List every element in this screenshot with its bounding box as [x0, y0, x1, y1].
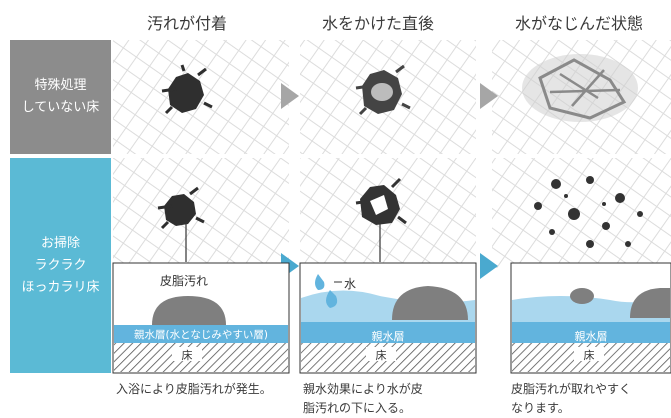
column-title-stain: 汚れが付着	[147, 14, 228, 33]
caption-line: 入浴により皮脂汚れが発生。	[116, 382, 272, 396]
column-title-water-settled: 水がなじんだ状態	[515, 14, 644, 33]
dispersed-stain-icon	[534, 176, 643, 248]
tile-panel-treated-3	[492, 158, 671, 268]
spread-stain-icon	[522, 54, 638, 122]
cross-section-diagram-2	[299, 262, 477, 374]
cross-section-diagram-1	[112, 262, 290, 374]
arrow-right-icon	[480, 83, 498, 109]
floor-label: 床	[181, 349, 193, 362]
floor-label: 床	[583, 349, 595, 362]
row-label-line: していない床	[21, 100, 100, 115]
caption-step-1: 入浴により皮脂汚れが発生。	[116, 380, 272, 399]
caption-line: なります。	[511, 401, 570, 415]
tile-panel-treated-1	[113, 158, 289, 268]
stain-with-water-icon	[355, 64, 411, 116]
hydrophilic-layer-label: 親水層	[574, 330, 608, 343]
arrow-right-icon	[281, 83, 299, 109]
water-label: 水	[344, 277, 357, 291]
hydrophilic-layer-label: 親水層	[371, 330, 405, 343]
sebum-label: 皮脂汚れ	[160, 274, 209, 288]
hydrophilic-layer-label: 親水層(水となじみやすい層)	[134, 329, 268, 341]
caption-line: 皮脂汚れが取れやすく	[511, 382, 632, 396]
column-title-water-applied: 水をかけた直後	[322, 14, 435, 33]
row-label-line: ラクラク	[34, 257, 87, 273]
stain-icon	[161, 64, 213, 115]
caption-step-2: 親水効果により水が皮 脂汚れの下に入る。	[303, 380, 423, 418]
row-label-line: お掃除	[40, 235, 80, 251]
stain-icon	[157, 186, 205, 230]
row-label-untreated-floor: 特殊処理 していない床	[10, 40, 111, 154]
cross-section-diagram-3	[510, 262, 671, 374]
caption-step-3: 皮脂汚れが取れやすく なります。	[511, 380, 631, 418]
row-label-line: ほっカラリ床	[21, 279, 100, 295]
floor-label: 床	[375, 349, 387, 362]
row-label-hokkarari-floor: お掃除 ラクラク ほっカラリ床	[10, 158, 111, 373]
stain-lifting-icon	[355, 177, 407, 225]
caption-line: 親水効果により水が皮	[303, 382, 423, 396]
row-label-line: 特殊処理	[34, 78, 87, 93]
arrow-right-icon	[480, 253, 498, 279]
caption-line: 脂汚れの下に入る。	[303, 401, 412, 415]
